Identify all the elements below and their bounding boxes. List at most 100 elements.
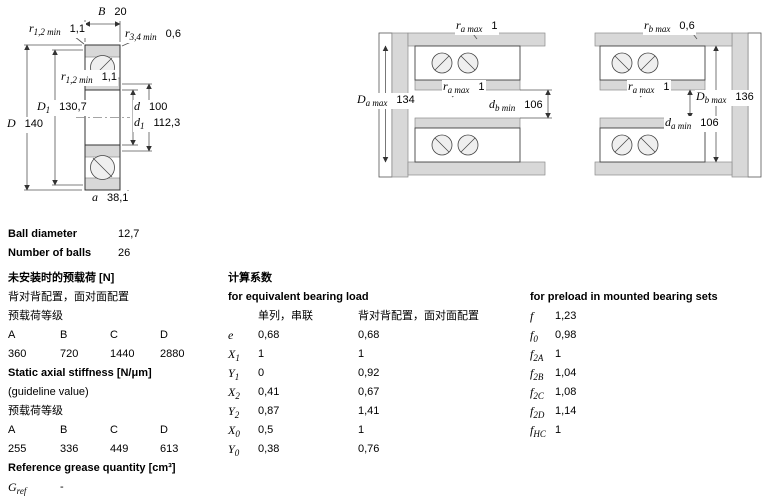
cell: 1 <box>555 348 562 360</box>
dim-value: 20 <box>114 6 127 18</box>
dim-value: 136 <box>735 91 754 103</box>
dim-a-label: a 38,1 <box>91 190 130 208</box>
dim-symbol: r <box>456 18 461 32</box>
cell: 1,14 <box>555 405 577 417</box>
factor-row: f2B 1,04 <box>530 364 718 383</box>
dim-symbol: D <box>696 89 705 103</box>
stiffness-class-label: 预载荷等级 <box>8 405 63 417</box>
cell: 0 <box>258 367 265 379</box>
number-of-balls-label: Number of balls <box>8 247 92 259</box>
cell: 0,38 <box>258 443 280 455</box>
grease-value: - <box>60 481 64 493</box>
dim-value: 0,6 <box>679 20 695 32</box>
calc-row: X1 1 1 <box>228 345 479 364</box>
preload-factors-column: for preload in mounted bearing sets f 1,… <box>530 288 718 440</box>
stiffness-subtitle: (guideline value) <box>8 386 89 398</box>
dim-symbol: D <box>37 99 46 113</box>
spacer-cell <box>228 307 258 326</box>
cell: C <box>110 329 118 341</box>
dim-symbol: a <box>92 190 98 204</box>
cell: A <box>8 329 16 341</box>
dim-symbol: r <box>125 26 130 40</box>
cell: 0,68 <box>258 329 280 341</box>
cell: 1440 <box>110 348 135 360</box>
dim-Db-max-label: Db max 136 <box>695 89 755 107</box>
dim-subscript: a max <box>365 98 388 109</box>
stiffness-values-row: 255 336 449 613 <box>8 440 224 459</box>
cell: 1,23 <box>555 310 577 322</box>
dim-subscript: b max <box>704 95 727 106</box>
stiffness-header-row: A B C D <box>8 421 224 440</box>
cell: 0,76 <box>358 443 380 455</box>
dim-value: 130,7 <box>59 101 87 113</box>
cell: 336 <box>60 443 79 455</box>
calc-factors-column: 计算系数 for equivalent bearing load 单列，串联 背… <box>228 269 479 459</box>
dim-symbol: r <box>443 79 448 93</box>
cell: 255 <box>8 443 27 455</box>
dim-subscript: 1 <box>45 105 51 116</box>
dim-subscript: 2D <box>533 410 545 421</box>
dim-symbol: Y <box>228 404 235 418</box>
cell: 720 <box>60 348 79 360</box>
dim-subscript: a min <box>671 121 692 132</box>
dim-subscript: a max <box>460 24 483 35</box>
dim-symbol: e <box>228 328 234 342</box>
dim-subscript: 2A <box>533 353 544 364</box>
cell: 0,98 <box>555 329 577 341</box>
cell: 0,87 <box>258 405 280 417</box>
preload-class-label: 预载荷等级 <box>8 310 63 322</box>
factor-symbol: X1 <box>228 345 258 364</box>
dim-symbol: f <box>530 404 534 418</box>
dim-symbol: X <box>228 347 236 361</box>
ball-diameter-row: Ball diameter 12,7 <box>8 228 139 240</box>
cell: 2880 <box>160 348 185 360</box>
calc-row: Y0 0,38 0,76 <box>228 440 479 459</box>
factor-row: f2D 1,14 <box>530 402 718 421</box>
dim-value: 140 <box>24 118 44 130</box>
cell: 0,68 <box>358 329 380 341</box>
dim-symbol: f <box>530 366 534 380</box>
dim-subscript: 0 <box>533 334 538 345</box>
dim-value: 106 <box>524 99 543 111</box>
factor-symbol: f2D <box>530 402 555 421</box>
dim-subscript: 1 <box>140 121 145 132</box>
preload-subtitle: 背对背配置，面对面配置 <box>8 291 129 303</box>
dim-D1-label: D1 130,7 <box>36 99 88 117</box>
dim-subscript: 2B <box>533 372 544 383</box>
ball-diameter-label: Ball diameter <box>8 228 78 240</box>
dim-value: 100 <box>149 101 168 113</box>
cell: B <box>60 424 68 436</box>
dim-value: 1 <box>491 20 498 32</box>
dim-symbol: G <box>8 480 17 494</box>
cell: 1 <box>358 348 365 360</box>
dim-symbol: d <box>665 115 671 129</box>
dim-symbol: f <box>530 385 534 399</box>
preload-header-row: A B C D <box>8 326 224 345</box>
cell: 360 <box>8 348 27 360</box>
dim-subscript: b min <box>495 103 516 114</box>
dim-subscript: 0 <box>235 429 240 440</box>
dim-symbol: r <box>61 69 66 83</box>
factor-symbol: f2C <box>530 383 555 402</box>
dim-symbol: d <box>489 97 495 111</box>
dim-symbol: B <box>98 4 106 18</box>
calc-col2-header: 背对背配置，面对面配置 <box>358 310 479 322</box>
factor-symbol: f0 <box>530 326 555 345</box>
calc-row: X2 0,41 0,67 <box>228 383 479 402</box>
number-of-balls-value: 26 <box>118 247 131 259</box>
cell: 0,67 <box>358 386 380 398</box>
ball-diameter-value: 12,7 <box>118 228 140 240</box>
dim-subscript: 0 <box>234 448 240 459</box>
dim-symbol: f <box>530 347 534 361</box>
cell: D <box>160 329 168 341</box>
dim-value: 38,1 <box>107 192 129 204</box>
factor-symbol: X0 <box>228 421 258 440</box>
dim-subscript: a max <box>632 85 655 96</box>
dim-ra-max-top-label: ra max 1 <box>455 18 499 36</box>
